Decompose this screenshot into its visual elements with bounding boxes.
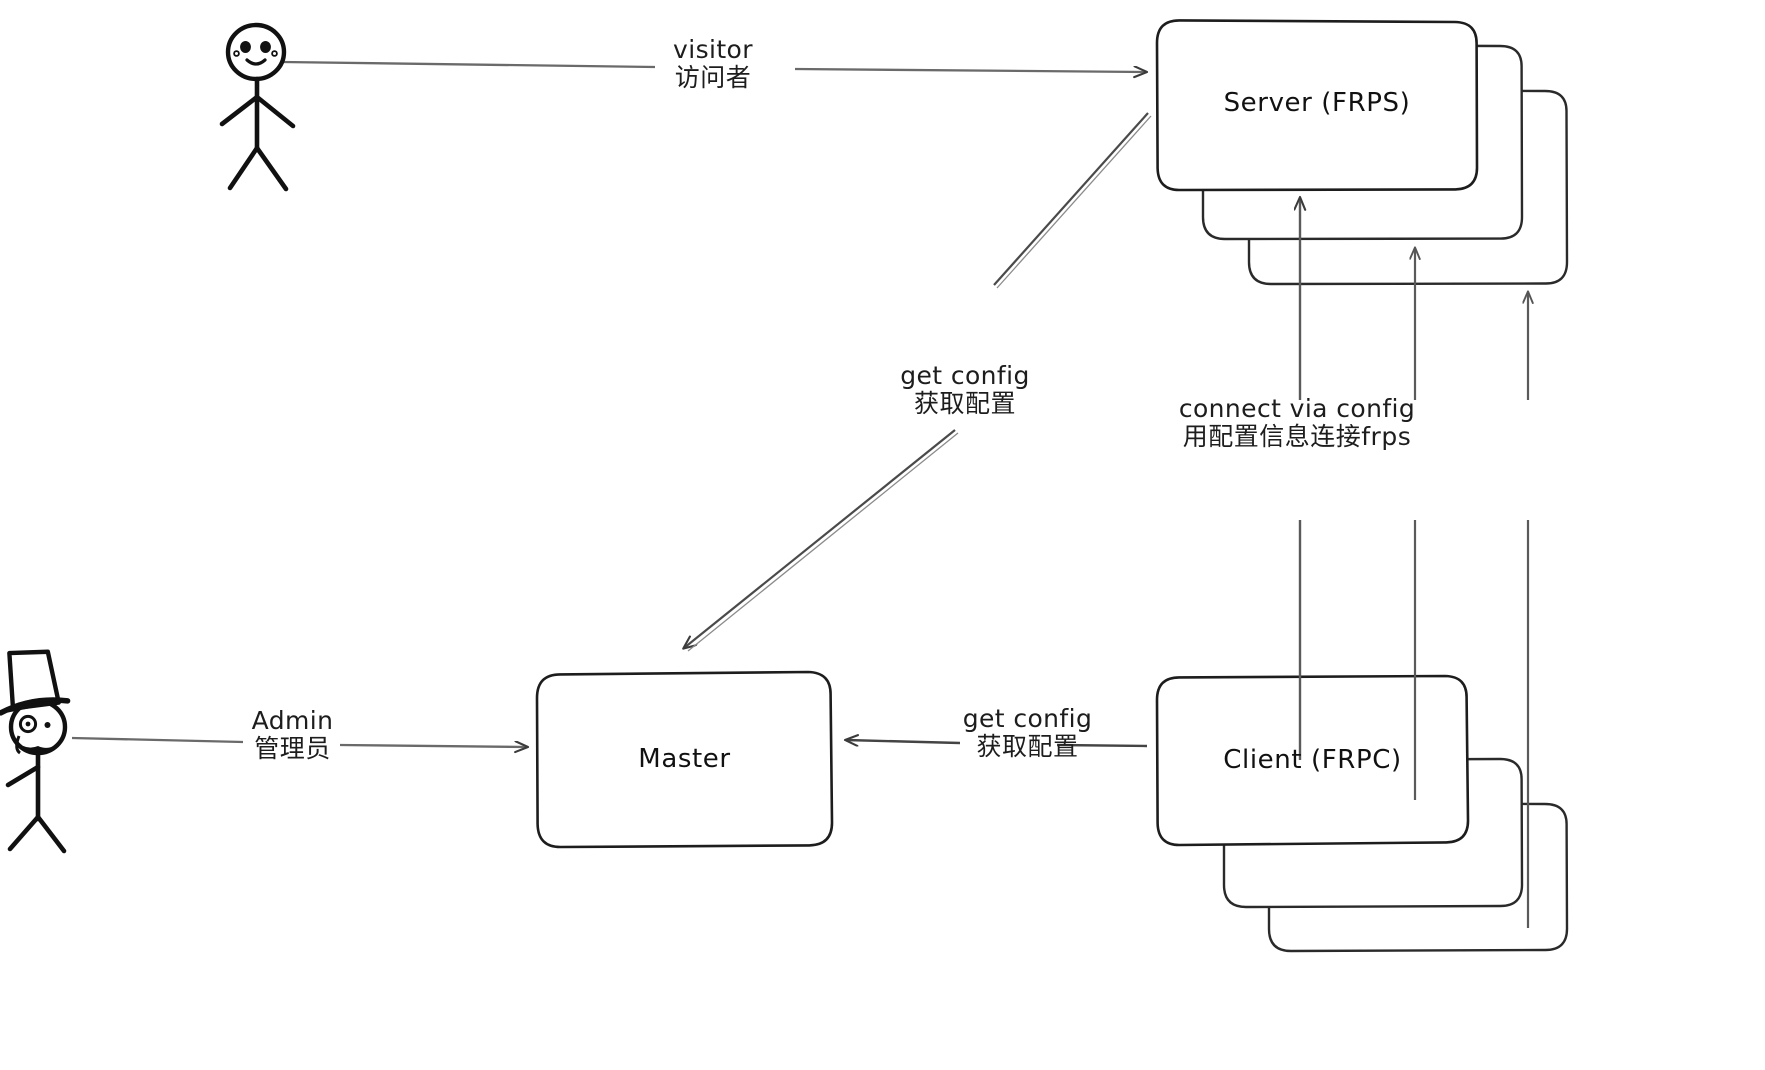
server-box-front bbox=[1155, 19, 1479, 192]
client-stack-shapes bbox=[1155, 674, 1569, 953]
edge-admin-to-master bbox=[71, 736, 527, 747]
edge-server-master-get-config bbox=[684, 112, 1152, 652]
edge-visitor-to-server bbox=[282, 60, 1146, 72]
node-label-master: Master bbox=[638, 744, 731, 774]
master-box-shape bbox=[535, 670, 834, 849]
client-box-front bbox=[1155, 674, 1470, 847]
admin-figure-icon bbox=[0, 644, 68, 851]
visitor-figure-icon bbox=[222, 25, 293, 189]
server-stack-shapes bbox=[1155, 19, 1569, 286]
node-label-server: Server (FRPS) bbox=[1223, 88, 1411, 118]
edge-client-to-master bbox=[846, 740, 1148, 748]
node-label-client: Client (FRPC) bbox=[1223, 745, 1402, 775]
